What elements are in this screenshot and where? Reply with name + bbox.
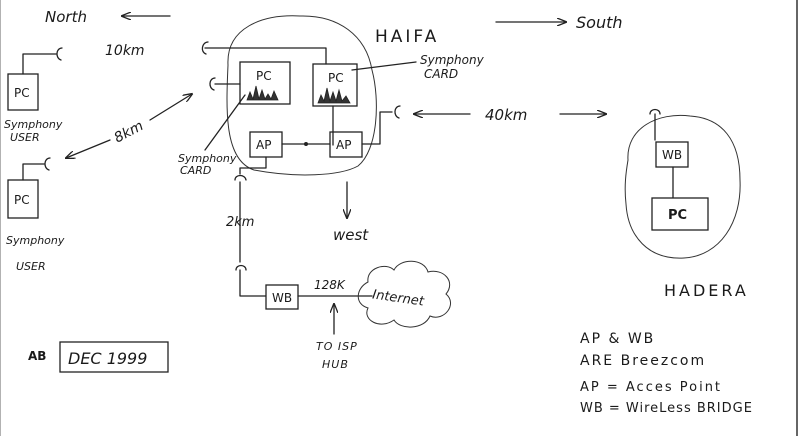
north-label: North [45,8,87,26]
haifa-pc-left: PC [239,61,291,105]
legend-line1: AP & WB [580,331,655,347]
wire-junction [304,142,308,146]
symphony-user-bottom-line2: USER [16,260,46,273]
pc-screen-scribble [317,87,351,104]
legend-line2: ARE Breezcom [580,353,706,369]
antenna-icon [394,105,401,119]
haifa-ap-right: AP [329,131,363,158]
wire-10km-to-pc [204,47,327,65]
wire-antenna-to-wb [239,269,267,297]
legend: AP & WB ARE Breezcom AP = Acces Point WB… [580,331,753,416]
link-arrow-8km-down [66,139,111,158]
wire-to-east-antenna [361,111,393,145]
antenna-icon [209,77,216,91]
date-label: DEC 1999 [68,349,147,368]
symphony-user-top-line2: USER [10,131,40,144]
distance-128k-label: 128K [314,278,346,292]
wire-user-bottom [22,163,45,181]
user-pc-top: PC [7,73,39,111]
distance-40km-label: 40km [485,106,527,124]
to-isp-line1: TO ISP [316,340,358,353]
haifa-ap-left-label: AP [256,138,271,152]
pc-screen-scribble [246,85,279,101]
isp-wb-box: WB [265,284,299,310]
hadera-site-outline [624,114,741,259]
antenna-icon [201,41,209,55]
symphony-user-bottom-line1: Symphony [6,234,65,247]
user-pc-top-label: PC [14,86,30,100]
haifa-label: HAIFA [375,27,439,47]
symphony-card-left-line1: Symphony [178,152,237,165]
antenna-icon [234,174,247,181]
link-arrow-8km-up [149,94,192,121]
symphony-card-top-pointer [351,61,417,71]
date-box [59,341,169,373]
distance-8km-label: 8km [112,118,147,147]
wire-user-top [22,53,57,75]
antenna-icon [44,157,51,171]
haifa-pc-right-label: PC [328,71,344,85]
haifa-pc-right: PC [312,63,358,107]
haifa-site-outline [226,15,377,176]
internet-cloud [357,260,452,328]
user-pc-bottom: PC [7,179,39,219]
hadera-wb-label: WB [662,148,682,162]
haifa-ap-right-label: AP [336,138,351,152]
symphony-card-top-line1: Symphony [420,53,485,67]
distance-2km-label: 2km [226,215,254,230]
symphony-user-top-line1: Symphony [4,118,63,131]
west-label: west [333,226,369,244]
symphony-card-left-pointer [204,94,246,151]
haifa-ap-left: AP [249,131,283,158]
symphony-card-left-line2: CARD [180,164,211,177]
hadera-label: HADERA [664,281,749,300]
to-isp-line2: HUB [322,358,349,371]
antenna-icon [235,264,247,271]
south-label: South [576,13,623,32]
wire-ap-left-down [239,156,267,175]
legend-line3: AP = Acces Point [580,380,722,395]
user-pc-bottom-label: PC [14,193,30,207]
hadera-wb-box: WB [655,141,689,168]
haifa-pc-left-label: PC [256,69,272,83]
legend-line4: WB = WireLess BRIDGE [580,401,753,416]
hadera-pc-label: PC [668,208,687,223]
hadera-pc-box: PC [651,197,709,231]
internet-label: Internet [371,287,425,309]
corner-mark: AB [28,349,46,363]
antenna-icon [649,108,661,115]
isp-wb-label: WB [272,291,292,305]
symphony-card-top-line2: CARD [424,67,458,81]
antenna-icon [56,47,63,61]
distance-10km-label: 10km [105,43,145,59]
